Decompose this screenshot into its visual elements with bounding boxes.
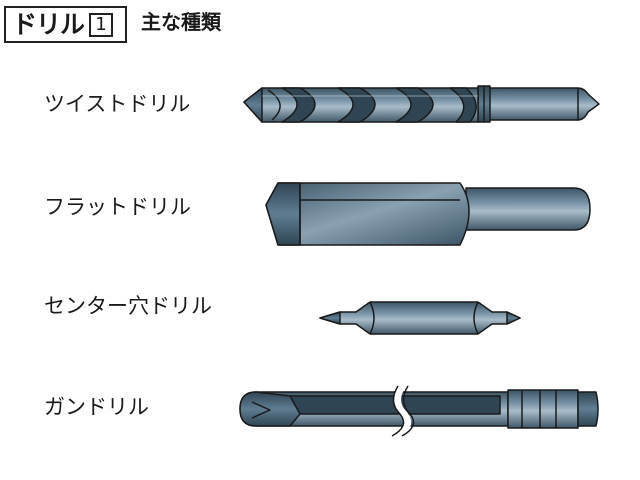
twist-drill-label: ツイストドリル	[44, 92, 191, 116]
twist-drill-icon	[243, 85, 600, 123]
center-drill-label: センター穴ドリル	[44, 294, 212, 318]
header-number-badge: 1	[89, 12, 114, 37]
gun-drill-icon	[239, 384, 599, 440]
gun-drill-label: ガンドリル	[44, 395, 149, 419]
header-box: ドリル 1	[4, 6, 127, 43]
flat-drill-icon	[265, 182, 591, 246]
center-drill-icon	[319, 301, 521, 335]
flat-drill-label: フラットドリル	[44, 195, 191, 219]
header-title: ドリル	[12, 10, 85, 39]
header-subtitle: 主な種類	[141, 10, 221, 34]
